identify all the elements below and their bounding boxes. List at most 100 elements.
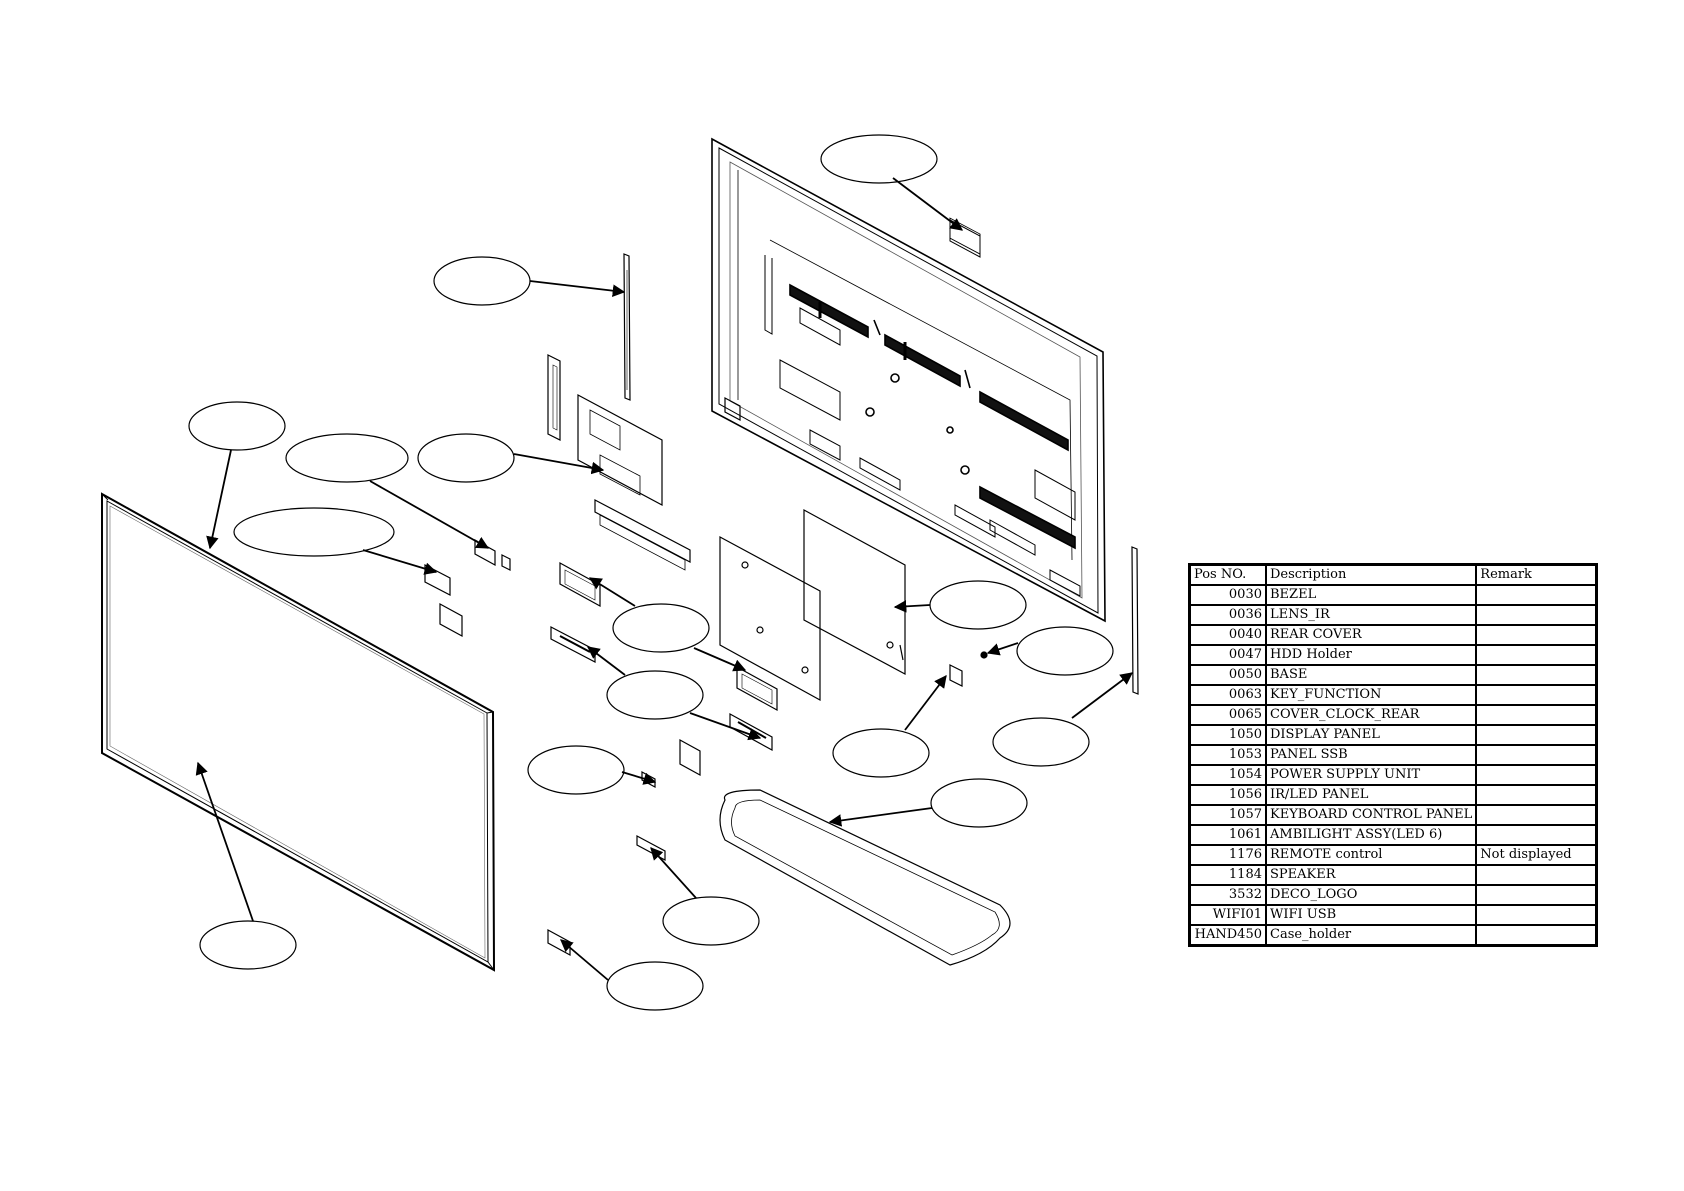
panel-ssb-drawing (547, 354, 691, 571)
callout-bubble (199, 920, 297, 970)
callout-bubble (606, 670, 704, 720)
ambilight-strip-right (1131, 546, 1139, 695)
pos-cell: 3532 (1188, 884, 1267, 906)
callout-bubbles (188, 134, 1114, 1011)
description-cell: IR/LED PANEL (1264, 784, 1478, 806)
description-cell: Case_holder (1264, 924, 1478, 947)
remark-cell (1475, 664, 1598, 686)
description-cell: LENS_IR (1264, 604, 1478, 626)
pos-cell: 0047 (1188, 644, 1267, 666)
speaker-drawing (559, 561, 778, 712)
display-panel-drawing (101, 492, 496, 972)
callout-bubble (992, 717, 1090, 767)
remark-cell (1475, 784, 1598, 806)
description-cell: WIFI USB (1264, 904, 1478, 926)
callout-bubble (1016, 626, 1114, 676)
pos-cell: 0065 (1188, 704, 1267, 726)
pos-cell: 1050 (1188, 724, 1267, 746)
remark-cell (1475, 864, 1598, 886)
pos-cell: 1061 (1188, 824, 1267, 846)
description-cell: KEY_FUNCTION (1264, 684, 1478, 706)
callout-bubble (606, 961, 704, 1011)
callout-bubble (832, 728, 930, 778)
remark-cell (1475, 644, 1598, 666)
remark-cell (1475, 584, 1598, 606)
remark-cell (1475, 684, 1598, 706)
description-cell: REMOTE control (1264, 844, 1478, 866)
pos-cell: 1057 (1188, 804, 1267, 826)
pos-cell: 0040 (1188, 624, 1267, 646)
small-parts-drawing (424, 397, 988, 957)
description-cell: COVER_CLOCK_REAR (1264, 704, 1478, 726)
callout-bubble (233, 507, 395, 557)
pos-cell: 1056 (1188, 784, 1267, 806)
description-cell: REAR COVER (1264, 624, 1478, 646)
description-cell: POWER SUPPLY UNIT (1264, 764, 1478, 786)
remark-cell (1475, 824, 1598, 846)
remark-cell (1475, 624, 1598, 646)
callout-bubble (417, 433, 515, 483)
remark-cell (1475, 804, 1598, 826)
remark-cell: Not displayed (1475, 844, 1598, 866)
header-description: Description (1264, 563, 1478, 586)
callout-bubble (662, 896, 760, 946)
ambilight-strip-left (623, 253, 631, 401)
description-cell: DECO_LOGO (1264, 884, 1478, 906)
rear-cover-drawing (711, 137, 1106, 623)
remark-cell (1475, 764, 1598, 786)
remark-cell (1475, 904, 1598, 926)
pos-cell: 1053 (1188, 744, 1267, 766)
pos-cell: 1176 (1188, 844, 1267, 866)
description-cell: BEZEL (1264, 584, 1478, 606)
leader-arrows (195, 177, 1134, 981)
callout-bubble (188, 401, 286, 451)
pos-cell: 0063 (1188, 684, 1267, 706)
pos-cell: WIFI01 (1188, 904, 1267, 926)
remark-cell (1475, 924, 1598, 947)
remark-cell (1475, 744, 1598, 766)
pos-cell: HAND450 (1188, 924, 1267, 947)
header-pos-no: Pos NO. (1188, 563, 1267, 586)
remark-cell (1475, 704, 1598, 726)
callout-bubble (285, 433, 409, 483)
base-drawing (719, 789, 1011, 966)
remark-cell (1475, 884, 1598, 906)
callout-bubble (929, 580, 1027, 630)
pos-cell: 0036 (1188, 604, 1267, 626)
pos-cell: 0050 (1188, 664, 1267, 686)
pos-cell: 1184 (1188, 864, 1267, 886)
remark-cell (1475, 604, 1598, 626)
pos-cell: 0030 (1188, 584, 1267, 606)
description-cell: AMBILIGHT ASSY(LED 6) (1264, 824, 1478, 846)
description-cell: SPEAKER (1264, 864, 1478, 886)
callout-bubble (612, 603, 710, 653)
pos-cell: 1054 (1188, 764, 1267, 786)
callout-bubble (433, 256, 531, 306)
callout-bubble (527, 745, 625, 795)
table-header-row: Pos NO. Description Remark (1188, 563, 1598, 586)
description-cell: HDD Holder (1264, 644, 1478, 666)
callout-bubble (820, 134, 938, 184)
description-cell: DISPLAY PANEL (1264, 724, 1478, 746)
callout-bubble (930, 778, 1028, 828)
header-remark: Remark (1475, 563, 1598, 586)
